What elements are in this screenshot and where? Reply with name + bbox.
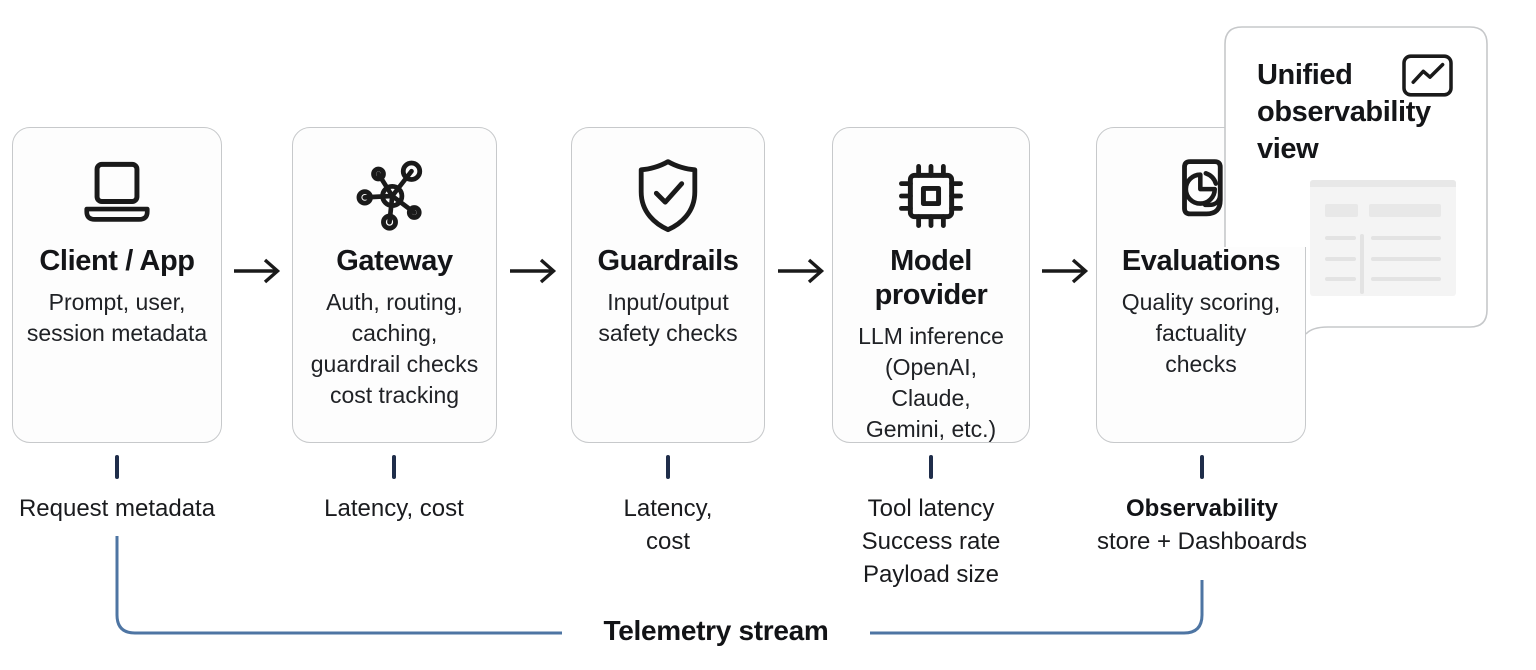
flow-arrow-icon	[510, 258, 557, 284]
telemetry-text: Latency, cost	[623, 495, 713, 555]
node-evaluations: Evaluations Quality scoring, factuality …	[1096, 127, 1306, 443]
dashboard-row	[1325, 277, 1356, 281]
node-title: Guardrails	[597, 245, 739, 277]
telemetry-text: Latency, cost	[324, 495, 464, 522]
node-title: Gateway	[336, 245, 453, 277]
laptop-icon	[73, 152, 161, 240]
shield-check-icon	[624, 152, 712, 240]
telemetry-text: Observability store + Dashboards	[1072, 492, 1332, 558]
line-chart-icon	[1402, 54, 1453, 97]
telemetry-tick	[392, 455, 396, 479]
dashboard-block	[1369, 204, 1441, 217]
telemetry-tick	[115, 455, 119, 479]
telemetry-tick	[666, 455, 670, 479]
node-model-provider: Model provider LLM inference (OpenAI, Cl…	[832, 127, 1030, 443]
node-description: LLM inference (OpenAI, Claude, Gemini, e…	[858, 323, 1004, 442]
node-description: Input/output safety checks	[598, 289, 738, 346]
telemetry-tick	[929, 455, 933, 479]
dashboard-block	[1325, 204, 1358, 217]
dashboard-row	[1371, 257, 1441, 261]
node-title: Client / App	[39, 245, 195, 277]
node-description: Quality scoring, factuality checks	[1121, 289, 1281, 377]
telemetry-text: Request metadata	[18, 495, 216, 522]
telemetry-label-evaluations: Observability store + Dashboards	[1072, 455, 1332, 558]
dashboard-row	[1371, 236, 1441, 240]
node-client-app: Client / App Prompt, user, session metad…	[12, 127, 222, 443]
telemetry-stream-label: Telemetry stream	[603, 615, 829, 646]
dashboard-row	[1325, 236, 1356, 240]
node-title: Evaluations	[1121, 245, 1281, 277]
telemetry-label-client-app: Request metadata	[0, 455, 247, 525]
node-gateway: Gateway Auth, routing, caching, guardrai…	[292, 127, 497, 443]
telemetry-label-guardrails: Latency, cost	[538, 455, 798, 558]
flow-arrow-icon	[234, 258, 281, 284]
dashboard-preview	[1310, 180, 1456, 296]
telemetry-label-gateway: Latency, cost	[264, 455, 524, 525]
node-title: Model provider	[874, 245, 988, 311]
telemetry-text-sub: store + Dashboards	[1096, 528, 1308, 555]
node-guardrails: Guardrails Input/output safety checks	[571, 127, 765, 443]
dashboard-divider	[1360, 234, 1364, 294]
telemetry-tick	[1200, 455, 1204, 479]
node-description: Auth, routing, caching, guardrail checks…	[310, 289, 479, 408]
flow-arrow-icon	[778, 258, 825, 284]
network-hub-icon	[351, 152, 439, 240]
telemetry-label-model-provider: Tool latency Success rate Payload size	[801, 455, 1061, 591]
dashboard-header-bar	[1310, 180, 1456, 187]
flow-arrow-icon	[1042, 258, 1089, 284]
node-description: Prompt, user, session metadata	[26, 289, 208, 346]
dashboard-row	[1325, 257, 1356, 261]
dashboard-row	[1371, 277, 1441, 281]
telemetry-text-bold: Observability	[1125, 495, 1279, 522]
telemetry-text: Tool latency Success rate Payload size	[861, 495, 1001, 588]
cpu-chip-icon	[887, 152, 975, 240]
report-pie-icon	[1157, 152, 1245, 240]
